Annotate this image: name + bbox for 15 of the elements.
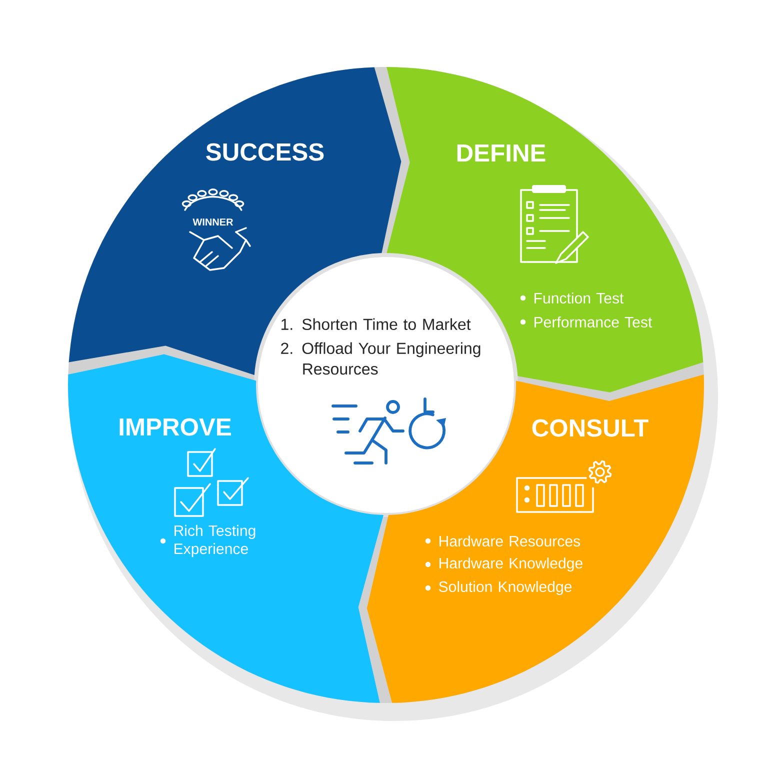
bullet-item: Solution Knowledge [425,581,572,596]
segment-heading: DEFINE [457,144,546,162]
bullet-item: Hardware Knowledge [425,557,582,572]
bullet-item: Rich Testing Experience [160,524,256,558]
bullet-item: Hardware Resources [425,535,580,547]
list-item: 1. Shorten Time to Market [281,318,471,330]
cycle-segment [68,354,384,703]
segment-heading: IMPROVE [120,418,231,436]
segment-heading: CONSULT [532,419,648,437]
segment-heading: SUCCESS [206,143,324,161]
winner-label: WINNER [192,218,234,226]
bullet-item: Performance Test [520,316,652,328]
cycle-segment [366,374,704,703]
list-item: 2. Offload Your Engineering Resources [281,342,480,375]
bullet-item: Function Test [520,292,624,304]
